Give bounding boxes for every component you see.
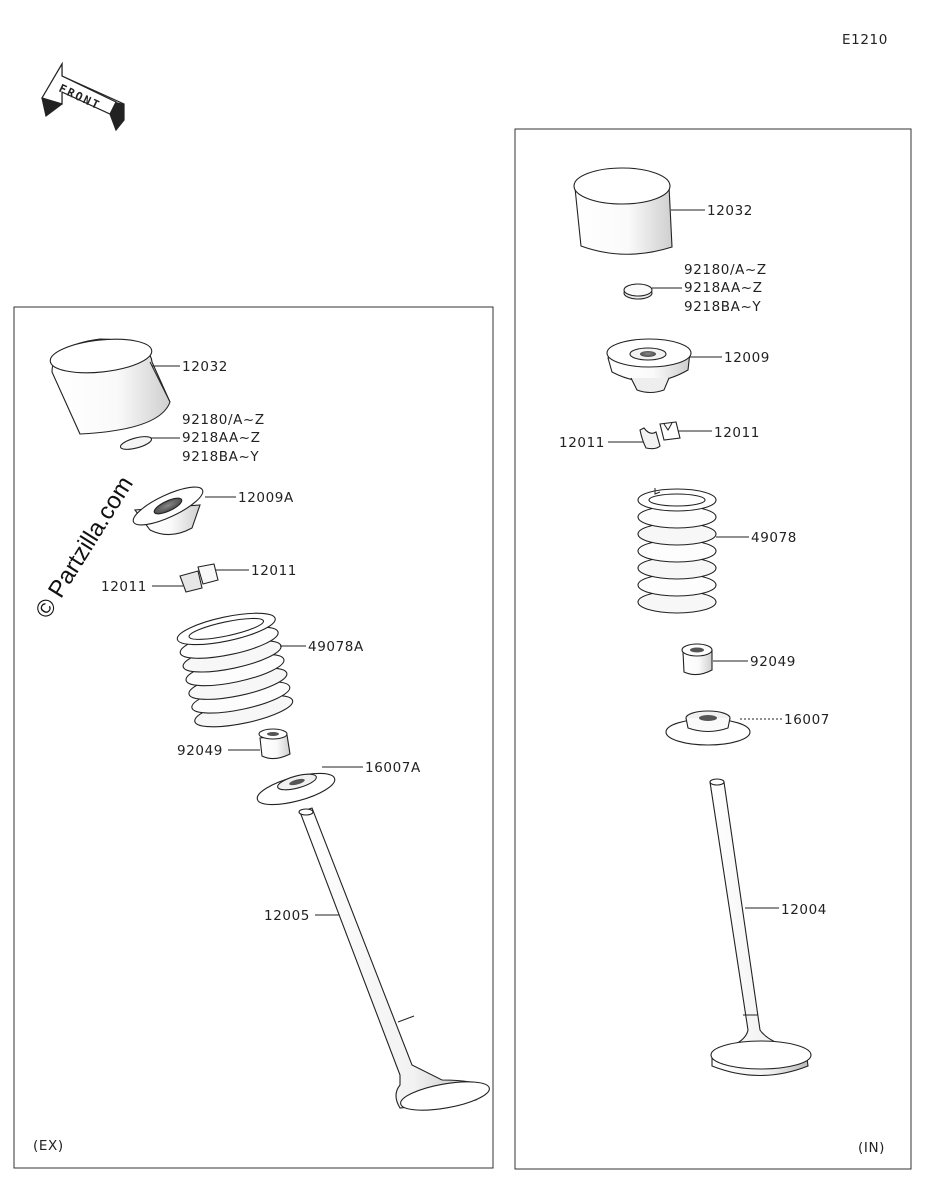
ex-label-retainer: 12009A <box>238 490 294 506</box>
ex-spring-seat <box>256 772 336 806</box>
ex-label-bucket: 12032 <box>182 359 228 375</box>
watermark: © Partzilla.com <box>30 472 139 623</box>
ex-label-seal: 92049 <box>177 743 223 759</box>
in-label-cotter-left: 12011 <box>559 435 605 451</box>
intake-panel: 12032 92180/A~Z 9218AA~Z 9218BA~Y 12009 … <box>514 128 912 1170</box>
ex-valve-lifter-bucket <box>49 338 171 435</box>
ex-label-valve: 12005 <box>264 908 310 924</box>
in-intake-valve <box>709 778 812 1076</box>
ex-valve-cotters <box>179 563 219 593</box>
in-spring-retainer <box>606 338 692 394</box>
in-label-shim-2: 9218AA~Z <box>684 280 763 296</box>
ex-label-shim-3: 9218BA~Y <box>182 449 259 465</box>
ex-label-seat: 16007A <box>365 760 421 776</box>
ex-shim <box>119 436 153 450</box>
in-valve-stem-seal <box>681 643 713 676</box>
ex-spring-retainer <box>132 486 204 536</box>
in-spring-seat <box>665 710 751 746</box>
in-label-seal: 92049 <box>750 654 796 670</box>
ex-exhaust-valve <box>298 807 490 1111</box>
in-label-retainer: 12009 <box>724 350 770 366</box>
in-label-seat: 16007 <box>784 712 830 728</box>
in-label-spring: 49078 <box>751 530 797 546</box>
ex-valve-spring <box>176 612 294 728</box>
intake-panel-frame <box>514 128 912 1170</box>
in-label-cotter-right: 12011 <box>714 425 760 441</box>
in-label-bucket: 12032 <box>707 203 753 219</box>
ex-label-shim-1: 92180/A~Z <box>182 412 265 428</box>
exhaust-panel: 12032 92180/A~Z 9218AA~Z 9218BA~Y 12009A… <box>13 306 494 1169</box>
in-valve-lifter-bucket <box>573 167 673 255</box>
in-shim <box>623 283 653 300</box>
ex-valve-stem-seal <box>258 728 291 760</box>
ex-label-shim-2: 9218AA~Z <box>182 430 261 446</box>
ex-corner-label: (EX) <box>33 1138 64 1154</box>
front-arrow-icon: FRONT <box>41 61 125 132</box>
in-valve-spring <box>637 488 717 614</box>
in-label-valve: 12004 <box>781 902 827 918</box>
ex-label-spring: 49078A <box>308 639 364 655</box>
ex-label-cotter-left: 12011 <box>101 579 147 595</box>
ex-label-cotter-right: 12011 <box>251 563 297 579</box>
in-corner-label: (IN) <box>858 1140 885 1156</box>
in-label-shim-3: 9218BA~Y <box>684 299 761 315</box>
exhaust-panel-frame <box>13 306 494 1169</box>
in-valve-cotters <box>639 421 681 450</box>
diagram-code: E1210 <box>842 32 888 48</box>
in-label-shim-1: 92180/A~Z <box>684 262 767 278</box>
